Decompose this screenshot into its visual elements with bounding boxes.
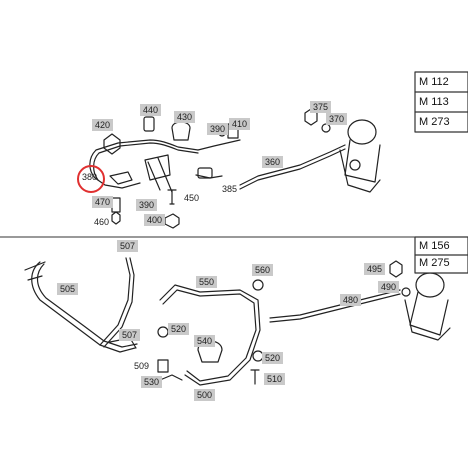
part-label[interactable]: 360	[262, 156, 284, 168]
part-label[interactable]: 507	[117, 240, 139, 252]
part-label[interactable]: 540	[194, 335, 216, 347]
part-label[interactable]: 400	[144, 214, 166, 226]
model-label-bottom-2: M 275	[419, 257, 450, 269]
model-label-bottom-1: M 156	[419, 240, 450, 252]
part-label[interactable]: 500	[194, 389, 216, 401]
part-label[interactable]: 550	[196, 276, 218, 288]
part-label[interactable]: 430	[174, 111, 196, 123]
part-label[interactable]: 470	[92, 196, 114, 208]
model-label-top-2: M 113	[419, 96, 449, 108]
part-label[interactable]: 507	[119, 329, 141, 341]
part-label[interactable]: 420	[92, 119, 114, 131]
part-label[interactable]: 520	[168, 323, 190, 335]
part-label[interactable]: 490	[378, 281, 400, 293]
part-label[interactable]: 390	[207, 123, 229, 135]
part-label[interactable]: 495	[364, 263, 386, 275]
part-label[interactable]: 370	[326, 113, 348, 125]
part-label[interactable]: 505	[57, 283, 79, 295]
part-label[interactable]: 560	[252, 264, 274, 276]
part-label[interactable]: 460	[94, 217, 110, 227]
part-label[interactable]: 450	[184, 193, 200, 203]
part-label[interactable]: 480	[340, 294, 362, 306]
part-label[interactable]: 385	[222, 184, 238, 194]
part-label[interactable]: 530	[141, 376, 163, 388]
part-label[interactable]: 509	[134, 361, 150, 371]
part-label[interactable]: 440	[140, 104, 162, 116]
part-label[interactable]: 510	[264, 373, 286, 385]
highlight-circle	[77, 165, 105, 193]
model-label-top-1: M 112	[419, 76, 449, 88]
part-label[interactable]: 410	[229, 118, 251, 130]
model-label-top-3: M 273	[419, 116, 450, 128]
part-label-380[interactable]: 380	[82, 172, 98, 182]
part-label[interactable]: 375	[310, 101, 332, 113]
part-label[interactable]: 390	[136, 199, 158, 211]
part-label[interactable]: 520	[262, 352, 284, 364]
